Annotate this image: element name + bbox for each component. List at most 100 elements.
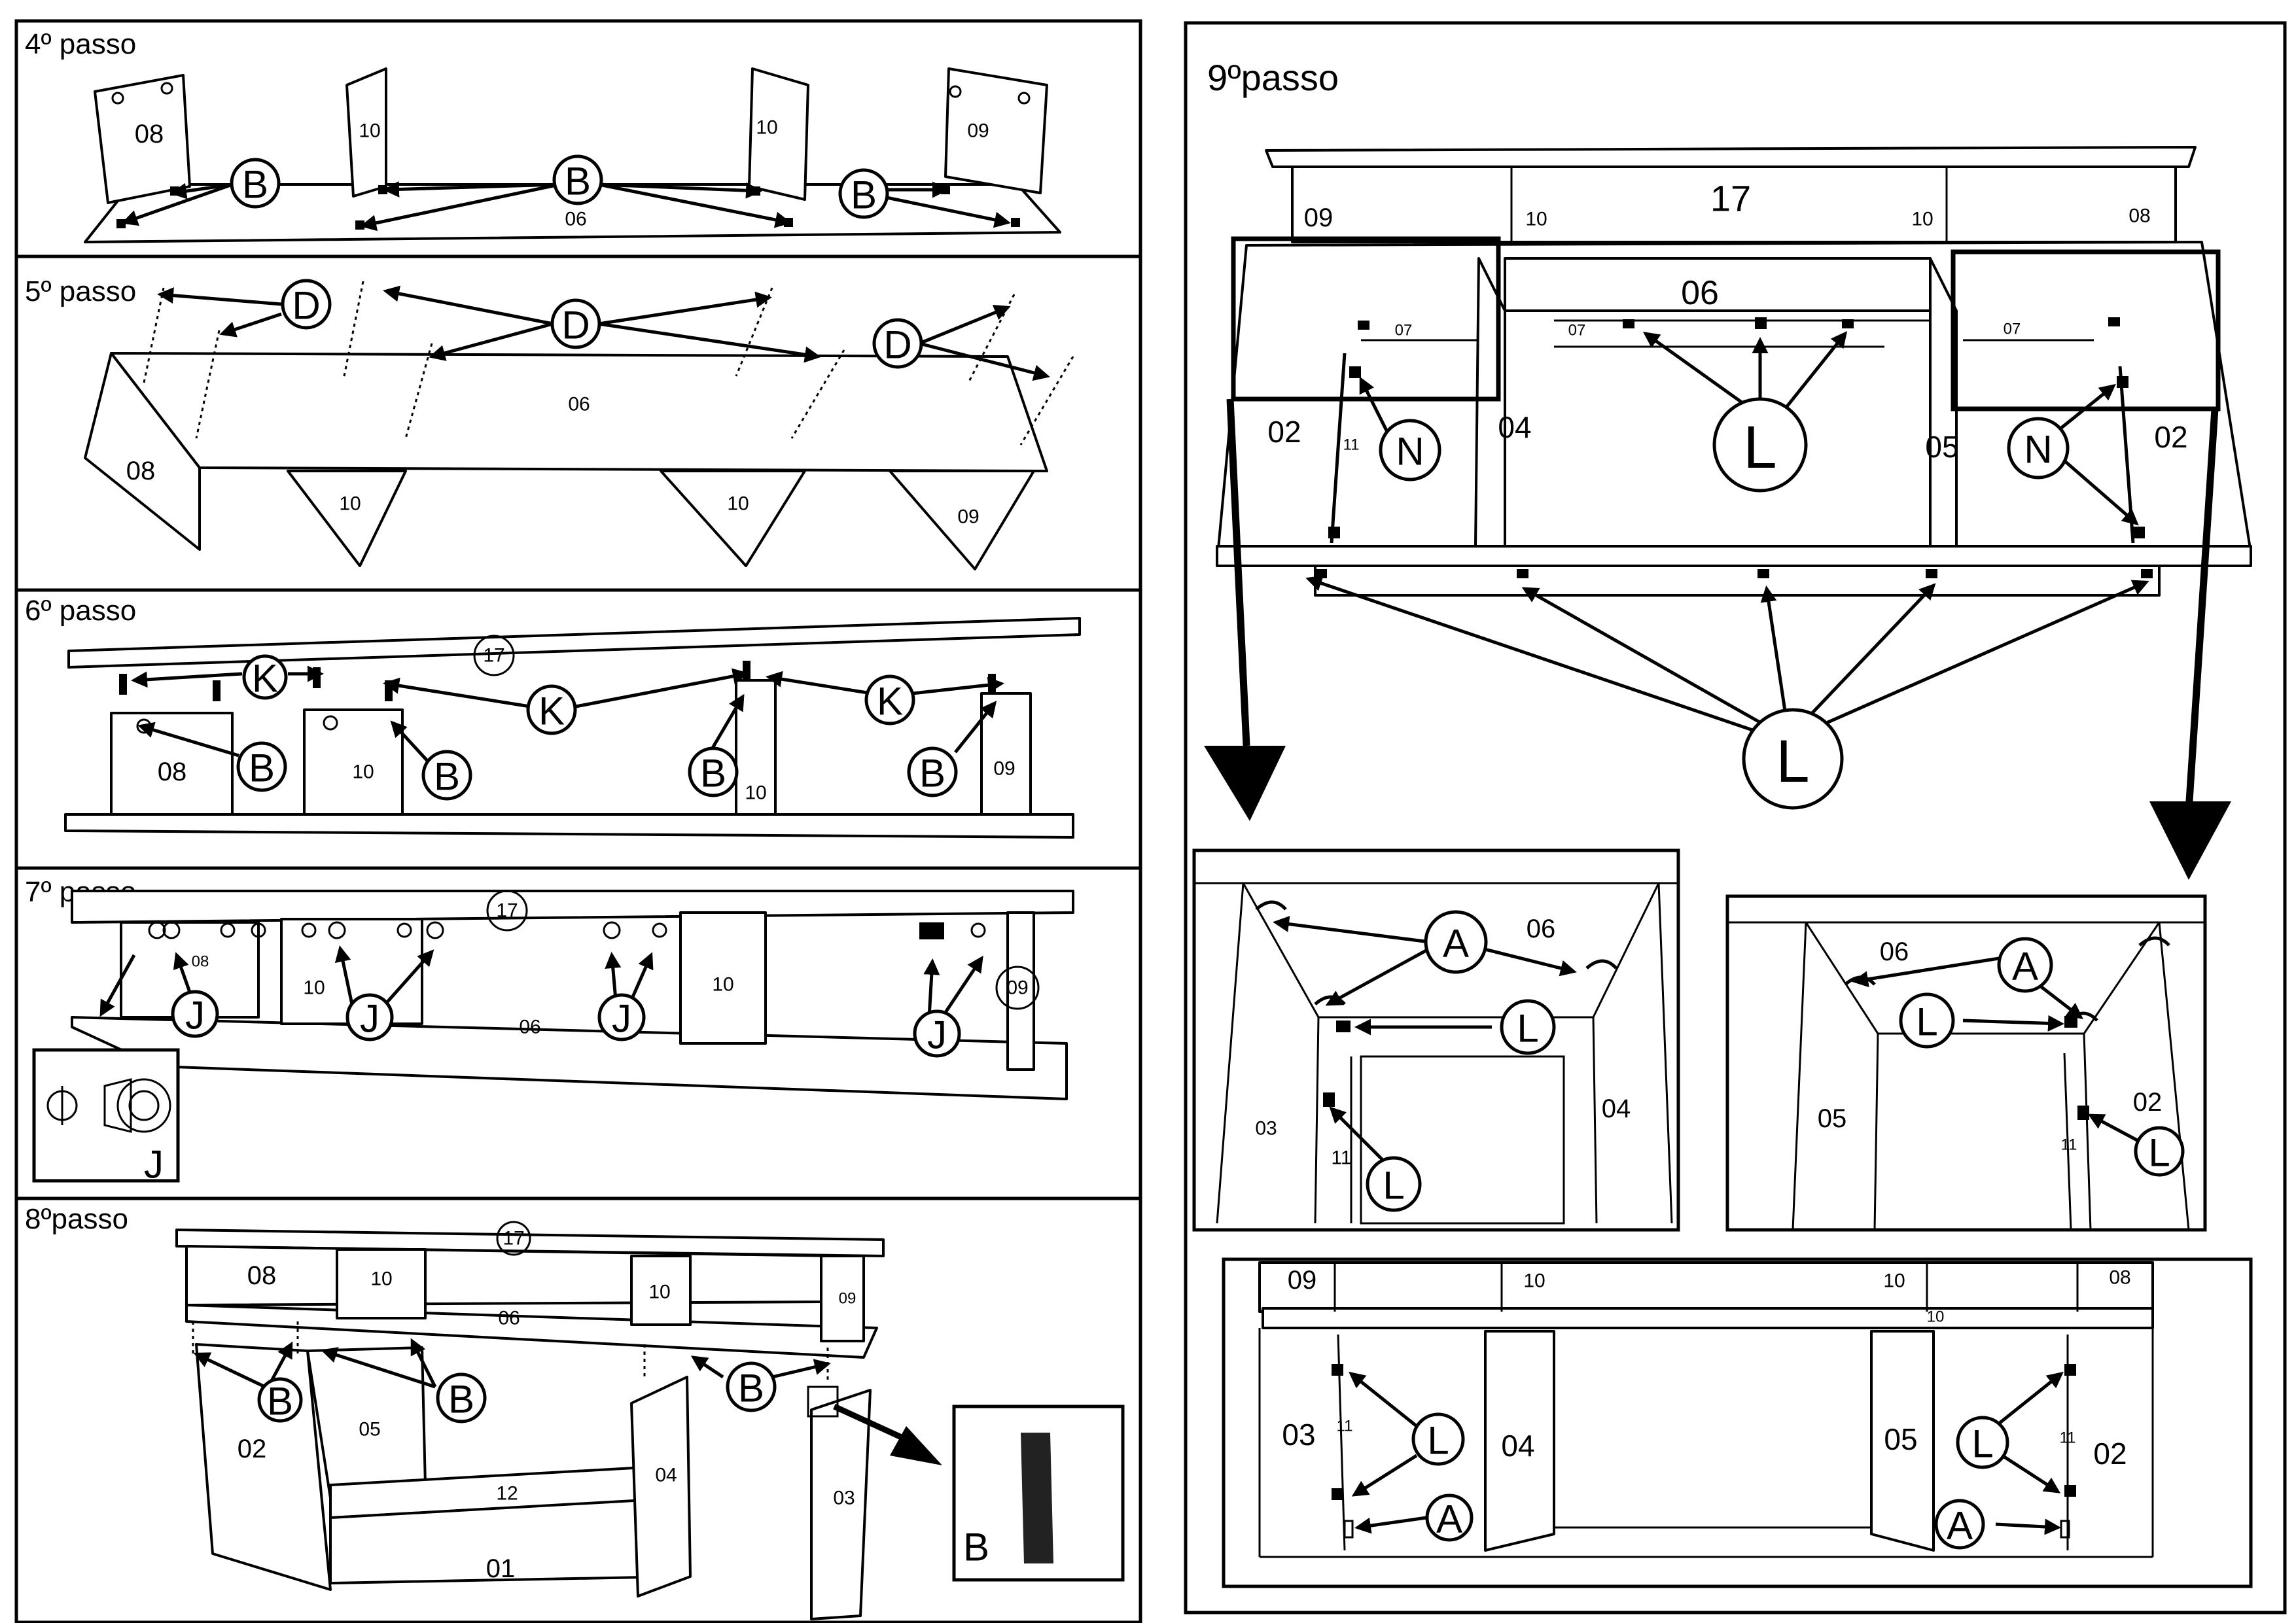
step-9-part-02b: 02: [2154, 420, 2187, 454]
step-7-part-08: 08: [192, 953, 209, 971]
step-9-front-part-10c: 10: [1927, 1308, 1945, 1326]
step-8-part-10a: 10: [370, 1268, 392, 1290]
step-4-part-10b: 10: [756, 117, 777, 139]
step-9-inset-left-part-11: 11: [1331, 1147, 1351, 1169]
svg-text:D: D: [292, 284, 320, 328]
svg-text:A: A: [1947, 1504, 1973, 1548]
step-6-callout-k1: K: [242, 654, 288, 701]
step-9-front-part-02: 02: [2093, 1437, 2127, 1471]
step-9-title: 9ºpasso: [1207, 57, 1339, 98]
svg-text:N: N: [1396, 430, 1424, 474]
step-4-callout-b2: B: [552, 154, 603, 205]
step-9-front-callout-l-right: L: [1956, 1416, 2009, 1469]
step-8-part-09: 09: [839, 1290, 857, 1308]
step-7-callout-j3: J: [597, 993, 646, 1041]
step-8-diagram: [175, 1229, 1125, 1620]
svg-text:B: B: [267, 1380, 293, 1423]
step-9-inset-right-part-05: 05: [1818, 1104, 1847, 1133]
svg-text:B: B: [242, 163, 268, 207]
step-8-title: 8ºpasso: [25, 1203, 128, 1235]
step-5-part-10a: 10: [339, 493, 361, 515]
step-6-callout-b3: B: [688, 746, 739, 797]
step-5-callout-d3: D: [872, 318, 923, 369]
step-5-part-06: 06: [568, 394, 590, 415]
step-9-inset-left-part-03: 03: [1255, 1118, 1277, 1140]
step-5-part-10b: 10: [727, 493, 749, 515]
step-7-part-17-ring: [486, 890, 528, 932]
svg-text:A: A: [1436, 1497, 1462, 1541]
step-9-part-17: 17: [1710, 178, 1751, 219]
step-9-part-10b: 10: [1911, 209, 1933, 230]
step-7-part-09: 09: [1006, 977, 1028, 999]
step-5-part-09: 09: [957, 506, 979, 528]
step-6-callout-b2: B: [421, 750, 472, 801]
step-9-part-11: 11: [1343, 436, 1360, 454]
step-9-inset-left-callout-a: A: [1424, 910, 1488, 974]
step-8-callout-b1: B: [257, 1377, 303, 1423]
step-9-callout-n-right: N: [2007, 417, 2070, 480]
svg-text:B: B: [851, 173, 877, 217]
step-9-front-part-10a: 10: [1523, 1270, 1545, 1292]
step-9-part-09: 09: [1304, 203, 1333, 232]
svg-text:K: K: [539, 689, 565, 733]
step-9-inset-left-part-04: 04: [1602, 1094, 1631, 1123]
svg-text:B: B: [738, 1367, 764, 1410]
step-9-front-callout-a-right: A: [1934, 1499, 1985, 1550]
step-9-part-05: 05: [1925, 430, 1958, 464]
step-7-part-17: 17: [496, 900, 518, 922]
step-9-inset-left: [1192, 848, 1680, 1232]
step-6-part-17: 17: [483, 645, 504, 667]
svg-text:L: L: [1776, 728, 1809, 795]
step-4-title: 4º passo: [25, 28, 136, 60]
svg-text:L: L: [1971, 1422, 1993, 1466]
step-7-callout-j4: J: [913, 1009, 961, 1058]
step-7-part-10a: 10: [303, 977, 325, 999]
step-9-part-07a: 07: [1395, 322, 1413, 340]
step-5-diagram: [84, 281, 1074, 570]
svg-text:J: J: [927, 1013, 947, 1057]
svg-text:J: J: [185, 994, 205, 1038]
step-9-part-04: 04: [1498, 410, 1531, 444]
step-9-front-part-04: 04: [1501, 1429, 1534, 1463]
step-7-inset-frame: [32, 1048, 180, 1183]
svg-text:B: B: [434, 755, 460, 799]
svg-text:A: A: [2012, 945, 2038, 988]
step-6-part-10b: 10: [745, 782, 766, 804]
step-7-callout-j1: J: [171, 990, 219, 1038]
svg-text:N: N: [2024, 428, 2052, 472]
step-9-front-part-05: 05: [1884, 1422, 1917, 1456]
step-9-callout-l-bottom: L: [1742, 708, 1844, 810]
step-6-diagram: [64, 617, 1081, 839]
step-8-inset-label: B: [963, 1526, 989, 1569]
step-8-callout-b2: B: [436, 1372, 487, 1423]
step-9-part-10a: 10: [1525, 209, 1547, 230]
step-6-callout-b4: B: [907, 746, 958, 797]
step-9-inset-right-callout-l2: L: [2134, 1126, 2185, 1177]
step-6-callout-b1: B: [236, 741, 287, 792]
svg-text:L: L: [1916, 1000, 1937, 1044]
step-9-callout-n-left: N: [1379, 419, 1441, 481]
step-9-front-part-08: 08: [2109, 1267, 2130, 1289]
svg-text:K: K: [252, 657, 278, 701]
step-4-diagram: [84, 67, 1061, 243]
step-6-part-09: 09: [993, 758, 1015, 780]
step-8-part-06: 06: [498, 1308, 520, 1329]
svg-text:A: A: [1443, 922, 1469, 966]
step-9-inset-right: [1725, 894, 2207, 1232]
svg-text:L: L: [1383, 1164, 1404, 1208]
step-4-part-06: 06: [565, 209, 586, 230]
svg-text:K: K: [877, 680, 903, 724]
step-9-inset-right-part-11: 11: [2061, 1136, 2077, 1154]
step-6-part-08: 08: [158, 758, 187, 786]
step-7-part-06: 06: [519, 1017, 540, 1038]
step-8-part-17-ring: [496, 1221, 531, 1256]
step-8-part-12: 12: [496, 1483, 518, 1505]
step-4-part-10a: 10: [359, 120, 380, 142]
step-9-inset-right-callout-a: A: [1997, 937, 2053, 993]
step-7-part-10b: 10: [712, 974, 733, 996]
step-8-part-02: 02: [238, 1435, 267, 1463]
svg-text:B: B: [249, 746, 275, 790]
step-8-part-05: 05: [359, 1419, 380, 1440]
